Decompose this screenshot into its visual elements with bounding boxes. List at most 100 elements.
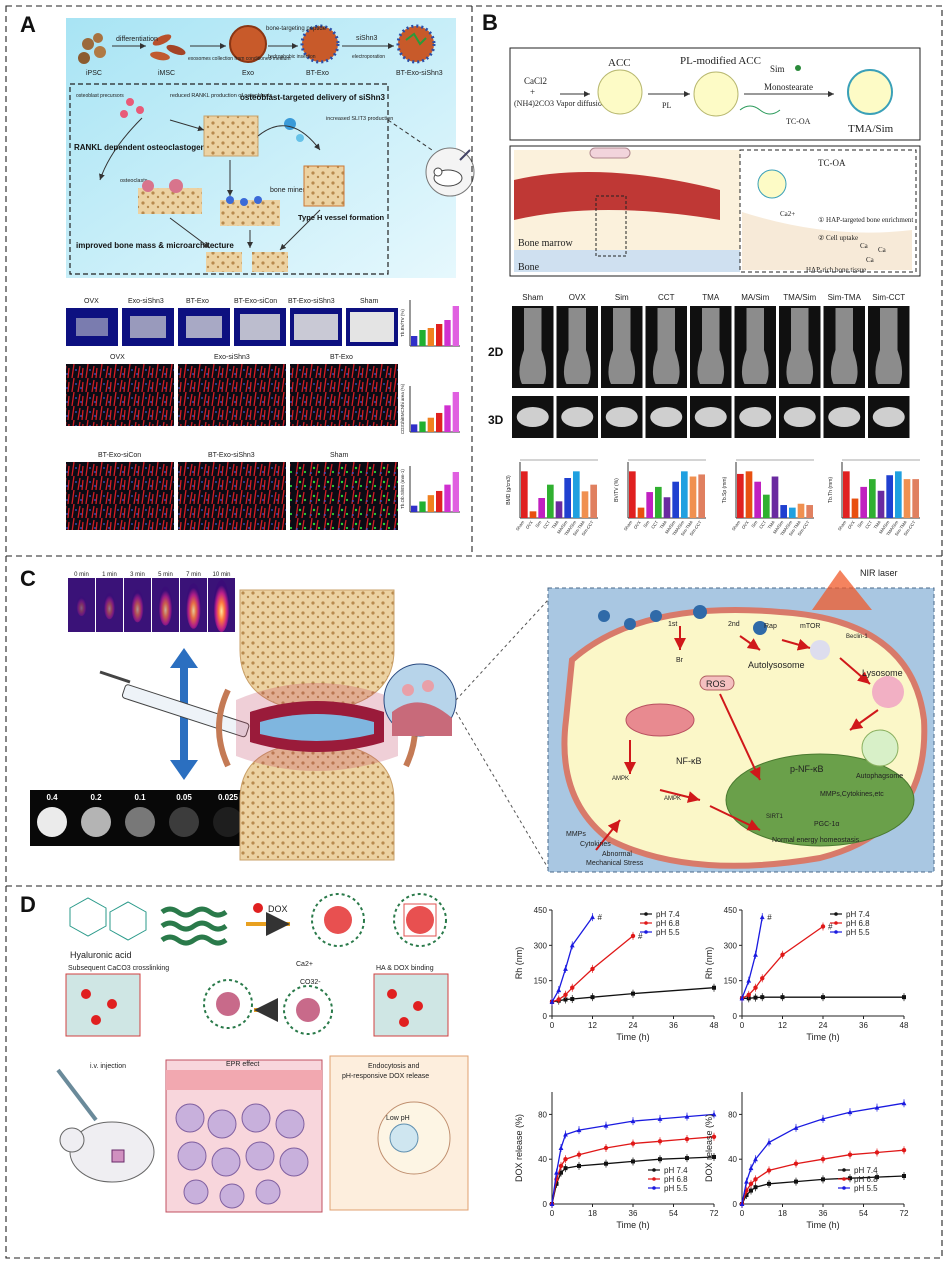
cell-imsc-cluster [150,34,186,61]
c-thermal-spot [76,596,87,616]
d-ylabel: DOX release (%) [704,1114,714,1182]
d-legend-label: pH 5.5 [656,928,680,937]
d-ytick-label: 150 [724,977,738,986]
b-bar-tick-label: CCT [650,519,659,529]
d-xlabel: Time (h) [616,1032,649,1042]
d-ylabel: Rh (nm) [704,947,714,980]
d-point [759,914,765,920]
d-point [848,1176,852,1181]
a-arrow-sishn3: siShn3 [356,35,378,42]
b-bar [646,492,653,518]
d-mouse-illustration [56,1068,155,1183]
d-xtick-label: 18 [588,1209,597,1218]
d-point [902,1174,906,1178]
a-bar [427,495,434,512]
b-bar-tick-label: TMA [873,520,882,530]
b-bar-tick-label: TMA [767,520,776,530]
panel-d-letter: D [20,892,36,917]
c-thermal-spot [213,580,230,632]
d-legend-marker [652,1186,656,1190]
a-label-bt-exo-sishn3: BT-Exo-siShn3 [396,70,443,77]
a-microct-row [66,308,398,346]
panel-frames [5,5,943,1259]
d-ytick-label: 80 [538,1110,547,1119]
d-point [563,992,568,997]
c-time-label: 0 min [74,572,89,578]
d-legend-label: pH 7.4 [664,1166,688,1175]
a-bar [452,306,459,346]
b-row-3d: 3D [488,413,504,427]
d-point [820,1157,826,1162]
d-point [556,987,562,993]
d-point [794,1179,798,1184]
d-dox-dots [81,989,423,1027]
c-nucleus [725,753,915,847]
c-time-label: 10 min [212,572,230,578]
d-low-ph-vesicle [389,1123,419,1153]
d-legend-marker [644,912,648,916]
ha-chains [160,906,228,946]
c-text-ampk-1: AMPK [612,776,629,782]
a-bar [444,484,451,512]
d-point [569,942,575,948]
d-point [590,914,595,920]
c-autolysosome-circle [810,640,830,660]
b-sim-dot [795,65,801,71]
d-point [577,1163,581,1168]
c-text-mtor: mTOR [800,623,820,630]
b-bone-layer [514,250,740,272]
panel-a-letter: A [20,12,36,37]
a-text-osteoblast-precursors: osteoblast precursors [76,93,124,99]
a-arrow-electroporation: electroporation [352,54,385,60]
d-point [630,933,636,939]
d-xtick-label: 72 [900,1209,909,1218]
b-tma-sim-particle [847,69,893,115]
a-bar [419,421,426,432]
d-point [821,1177,825,1182]
c-text-abnormal: Abnormal [602,851,632,858]
a-ct-label-4: BT-Exo-siShn3 [288,298,335,305]
panel-a-scheme-background [66,18,456,278]
d-point [739,995,745,1001]
d-point [744,1179,749,1184]
c-text-pnfkb: p-NF-κB [790,764,824,774]
a-bar [436,490,443,512]
c-text-ampk-2: AMPK [664,796,681,802]
d-legend-marker [652,1177,656,1181]
d-text-co3: CO32- [300,979,321,986]
c-time-label: 3 min [130,572,145,578]
b-ct-3d-bone [605,407,638,427]
d-point [576,1127,582,1133]
b-bar-tick-label: CCT [864,519,873,529]
d-ytick-label: 0 [733,1012,738,1021]
b-group-label: Sim-CCT [872,293,905,302]
d-legend-label: pH 5.5 [664,1184,688,1193]
d-series-line [741,1102,905,1205]
d-crosslink-zoom [65,973,141,1037]
d-point [554,1170,559,1175]
a-bar [444,405,451,432]
d-xtick-label: 48 [900,1021,909,1030]
a-label-bt-exo: BT-Exo [306,70,329,77]
d-point [753,1185,758,1190]
a-ct-label-1: Exo-siShn3 [128,298,164,305]
a-label-ipsc: iPSC [86,70,102,77]
d-legend-marker [834,921,838,925]
b-group-label: TMA [702,293,720,302]
d-ylabel: DOX release (%) [514,1114,524,1182]
d-series-line [741,1149,905,1205]
c-thermal-spot [131,589,144,623]
b-text-hap-enrichment: ① HAP-targeted bone enrichment [818,216,913,224]
d-series-line [741,916,763,999]
a-bar-ylabel: Tb.BV/TV (%) [400,309,405,337]
d-xtick-label: 0 [550,1209,555,1218]
exo-vesicle [229,25,267,63]
c-text-cytokines: Cytokines [580,841,611,848]
b-step-vapor: Vapor diffusion [556,99,606,108]
d-micelle-4 [283,985,333,1035]
d-xtick-label: 36 [629,1209,638,1218]
b-reagent-carbonate: (NH4)2CO3 [514,99,554,108]
a-ct-label-2: BT-Exo [186,298,209,305]
